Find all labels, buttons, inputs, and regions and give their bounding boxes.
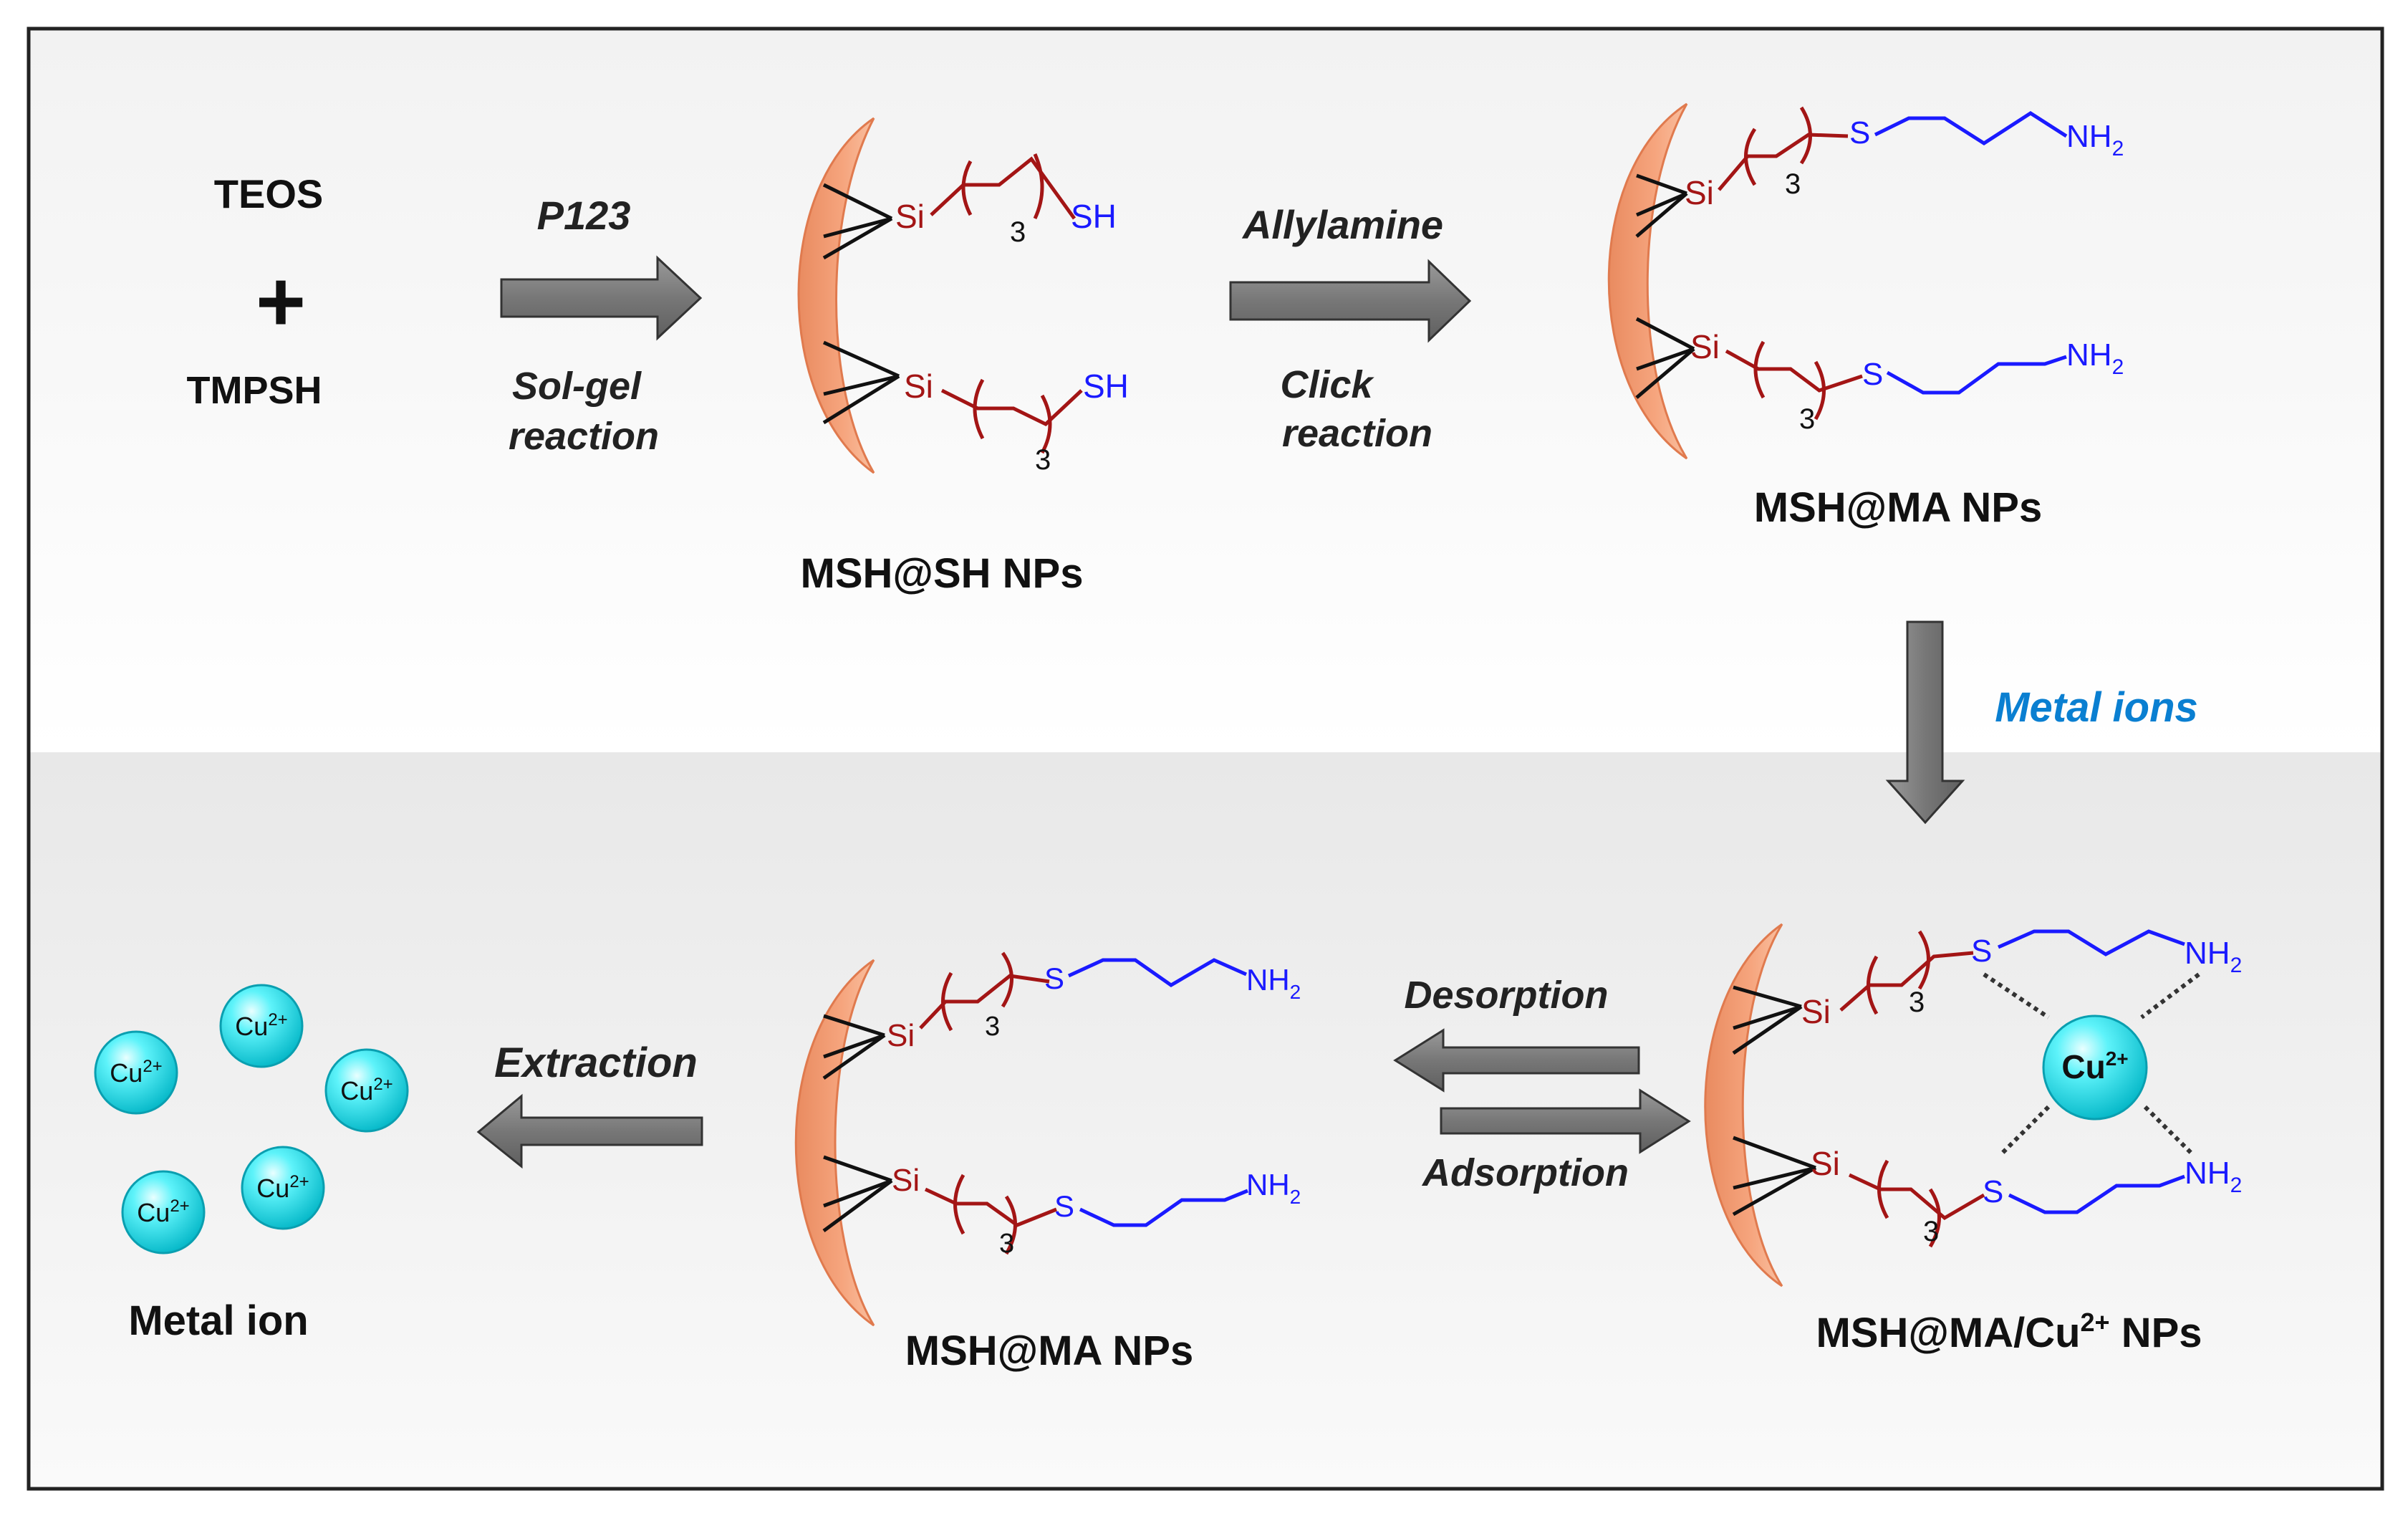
metal-ion-label: Metal ion xyxy=(128,1297,308,1344)
subscript-3: 3 xyxy=(1785,168,1801,200)
adsorption-label: Adsorption xyxy=(1421,1151,1629,1194)
silica-particle xyxy=(797,117,875,474)
subscript-3: 3 xyxy=(1010,216,1026,248)
subscript-3: 3 xyxy=(1035,444,1051,476)
subscript-3: 3 xyxy=(1923,1216,1939,1247)
amine-group: NH2 xyxy=(1246,963,1301,1003)
si-atom: Si xyxy=(1801,993,1831,1030)
step1-condition-line2: reaction xyxy=(509,415,659,458)
tmpsh-label: TMPSH xyxy=(187,369,322,412)
sulfur-atom: S xyxy=(1971,934,1992,969)
svg-text:Cu2+: Cu2+ xyxy=(256,1172,309,1203)
sulfur-atom: S xyxy=(1849,115,1870,150)
msh-ma-structure-bottom: Si 3 S NH2 Si 3 S NH2 xyxy=(794,951,1301,1327)
si-atom: Si xyxy=(1690,328,1720,365)
msh-ma-label-top: MSH@MA NPs xyxy=(1754,484,2042,531)
desorption-arrow xyxy=(1393,1028,1640,1093)
silica-particle xyxy=(1704,923,1783,1287)
si-atom: Si xyxy=(892,1163,920,1198)
subscript-3: 3 xyxy=(999,1229,1014,1259)
plus-sign: + xyxy=(256,254,306,350)
silica-particle xyxy=(794,959,875,1327)
msh-ma-structure-top: Si 3 S NH2 Si 3 S NH2 xyxy=(1607,102,2124,460)
step2-condition-line2: reaction xyxy=(1282,412,1432,455)
amine-group: NH2 xyxy=(2066,119,2124,160)
amine-group: NH2 xyxy=(2066,337,2124,379)
subscript-3: 3 xyxy=(1799,403,1815,435)
silica-particle xyxy=(1607,102,1688,460)
subscript-3: 3 xyxy=(985,1012,1000,1042)
step2-arrow xyxy=(1229,259,1472,343)
svg-text:Cu2+: Cu2+ xyxy=(110,1057,162,1088)
extraction-arrow xyxy=(476,1093,703,1169)
teos-label: TEOS xyxy=(214,171,323,216)
step1-condition-line1: Sol-gel xyxy=(512,365,642,408)
svg-text:Cu2+: Cu2+ xyxy=(2061,1047,2128,1085)
step2-condition-line1: Click xyxy=(1280,363,1374,406)
svg-text:Cu2+: Cu2+ xyxy=(340,1075,392,1105)
extraction-label: Extraction xyxy=(494,1040,698,1086)
step1-reagent: P123 xyxy=(537,193,631,238)
svg-text:Cu2+: Cu2+ xyxy=(137,1196,189,1227)
desorption-label: Desorption xyxy=(1404,974,1608,1017)
adsorption-arrow xyxy=(1440,1088,1691,1154)
free-cu-ion: Cu2+ xyxy=(219,984,304,1068)
amine-group: NH2 xyxy=(2185,1156,2242,1197)
svg-text:Cu2+: Cu2+ xyxy=(235,1010,287,1041)
msh-sh-structure: Si 3 SH Si 3 SH xyxy=(797,117,1129,476)
si-atom: Si xyxy=(1685,174,1714,211)
thiol-group: SH xyxy=(1071,198,1117,235)
step3-reagent: Metal ions xyxy=(1995,684,2198,731)
background-bottom xyxy=(29,752,2382,1489)
free-cu-ion: Cu2+ xyxy=(121,1170,206,1254)
sulfur-atom: S xyxy=(1983,1174,2003,1209)
amine-group: NH2 xyxy=(1246,1168,1301,1208)
msh-ma-cu-label: MSH@MA/Cu2+ NPs xyxy=(1816,1308,2202,1356)
si-atom: Si xyxy=(1811,1145,1840,1182)
sulfur-atom: S xyxy=(1862,357,1883,392)
msh-ma-label-bottom: MSH@MA NPs xyxy=(905,1328,1193,1374)
si-atom: Si xyxy=(887,1018,915,1053)
si-atom: Si xyxy=(895,198,925,235)
background-top xyxy=(29,29,2382,752)
step3-arrow xyxy=(1885,620,1965,825)
thiol-group: SH xyxy=(1083,368,1129,405)
step1-arrow xyxy=(500,255,703,341)
sulfur-atom: S xyxy=(1044,961,1064,995)
free-cu-ion: Cu2+ xyxy=(324,1048,409,1133)
free-cu-ion: Cu2+ xyxy=(94,1030,178,1115)
figure-frame xyxy=(27,27,2384,1491)
msh-ma-cu-structure: Si 3 S NH2 Si 3 S NH2 Cu2+ xyxy=(1704,923,2242,1287)
subscript-3: 3 xyxy=(1909,987,1925,1018)
step2-reagent: Allylamine xyxy=(1241,202,1443,247)
si-atom: Si xyxy=(904,368,933,405)
amine-group: NH2 xyxy=(2185,936,2242,977)
sulfur-atom: S xyxy=(1054,1189,1074,1223)
msh-sh-label: MSH@SH NPs xyxy=(801,550,1084,597)
cu-ion-bound: Cu2+ xyxy=(2042,1014,2148,1121)
free-cu-ion: Cu2+ xyxy=(241,1146,325,1230)
